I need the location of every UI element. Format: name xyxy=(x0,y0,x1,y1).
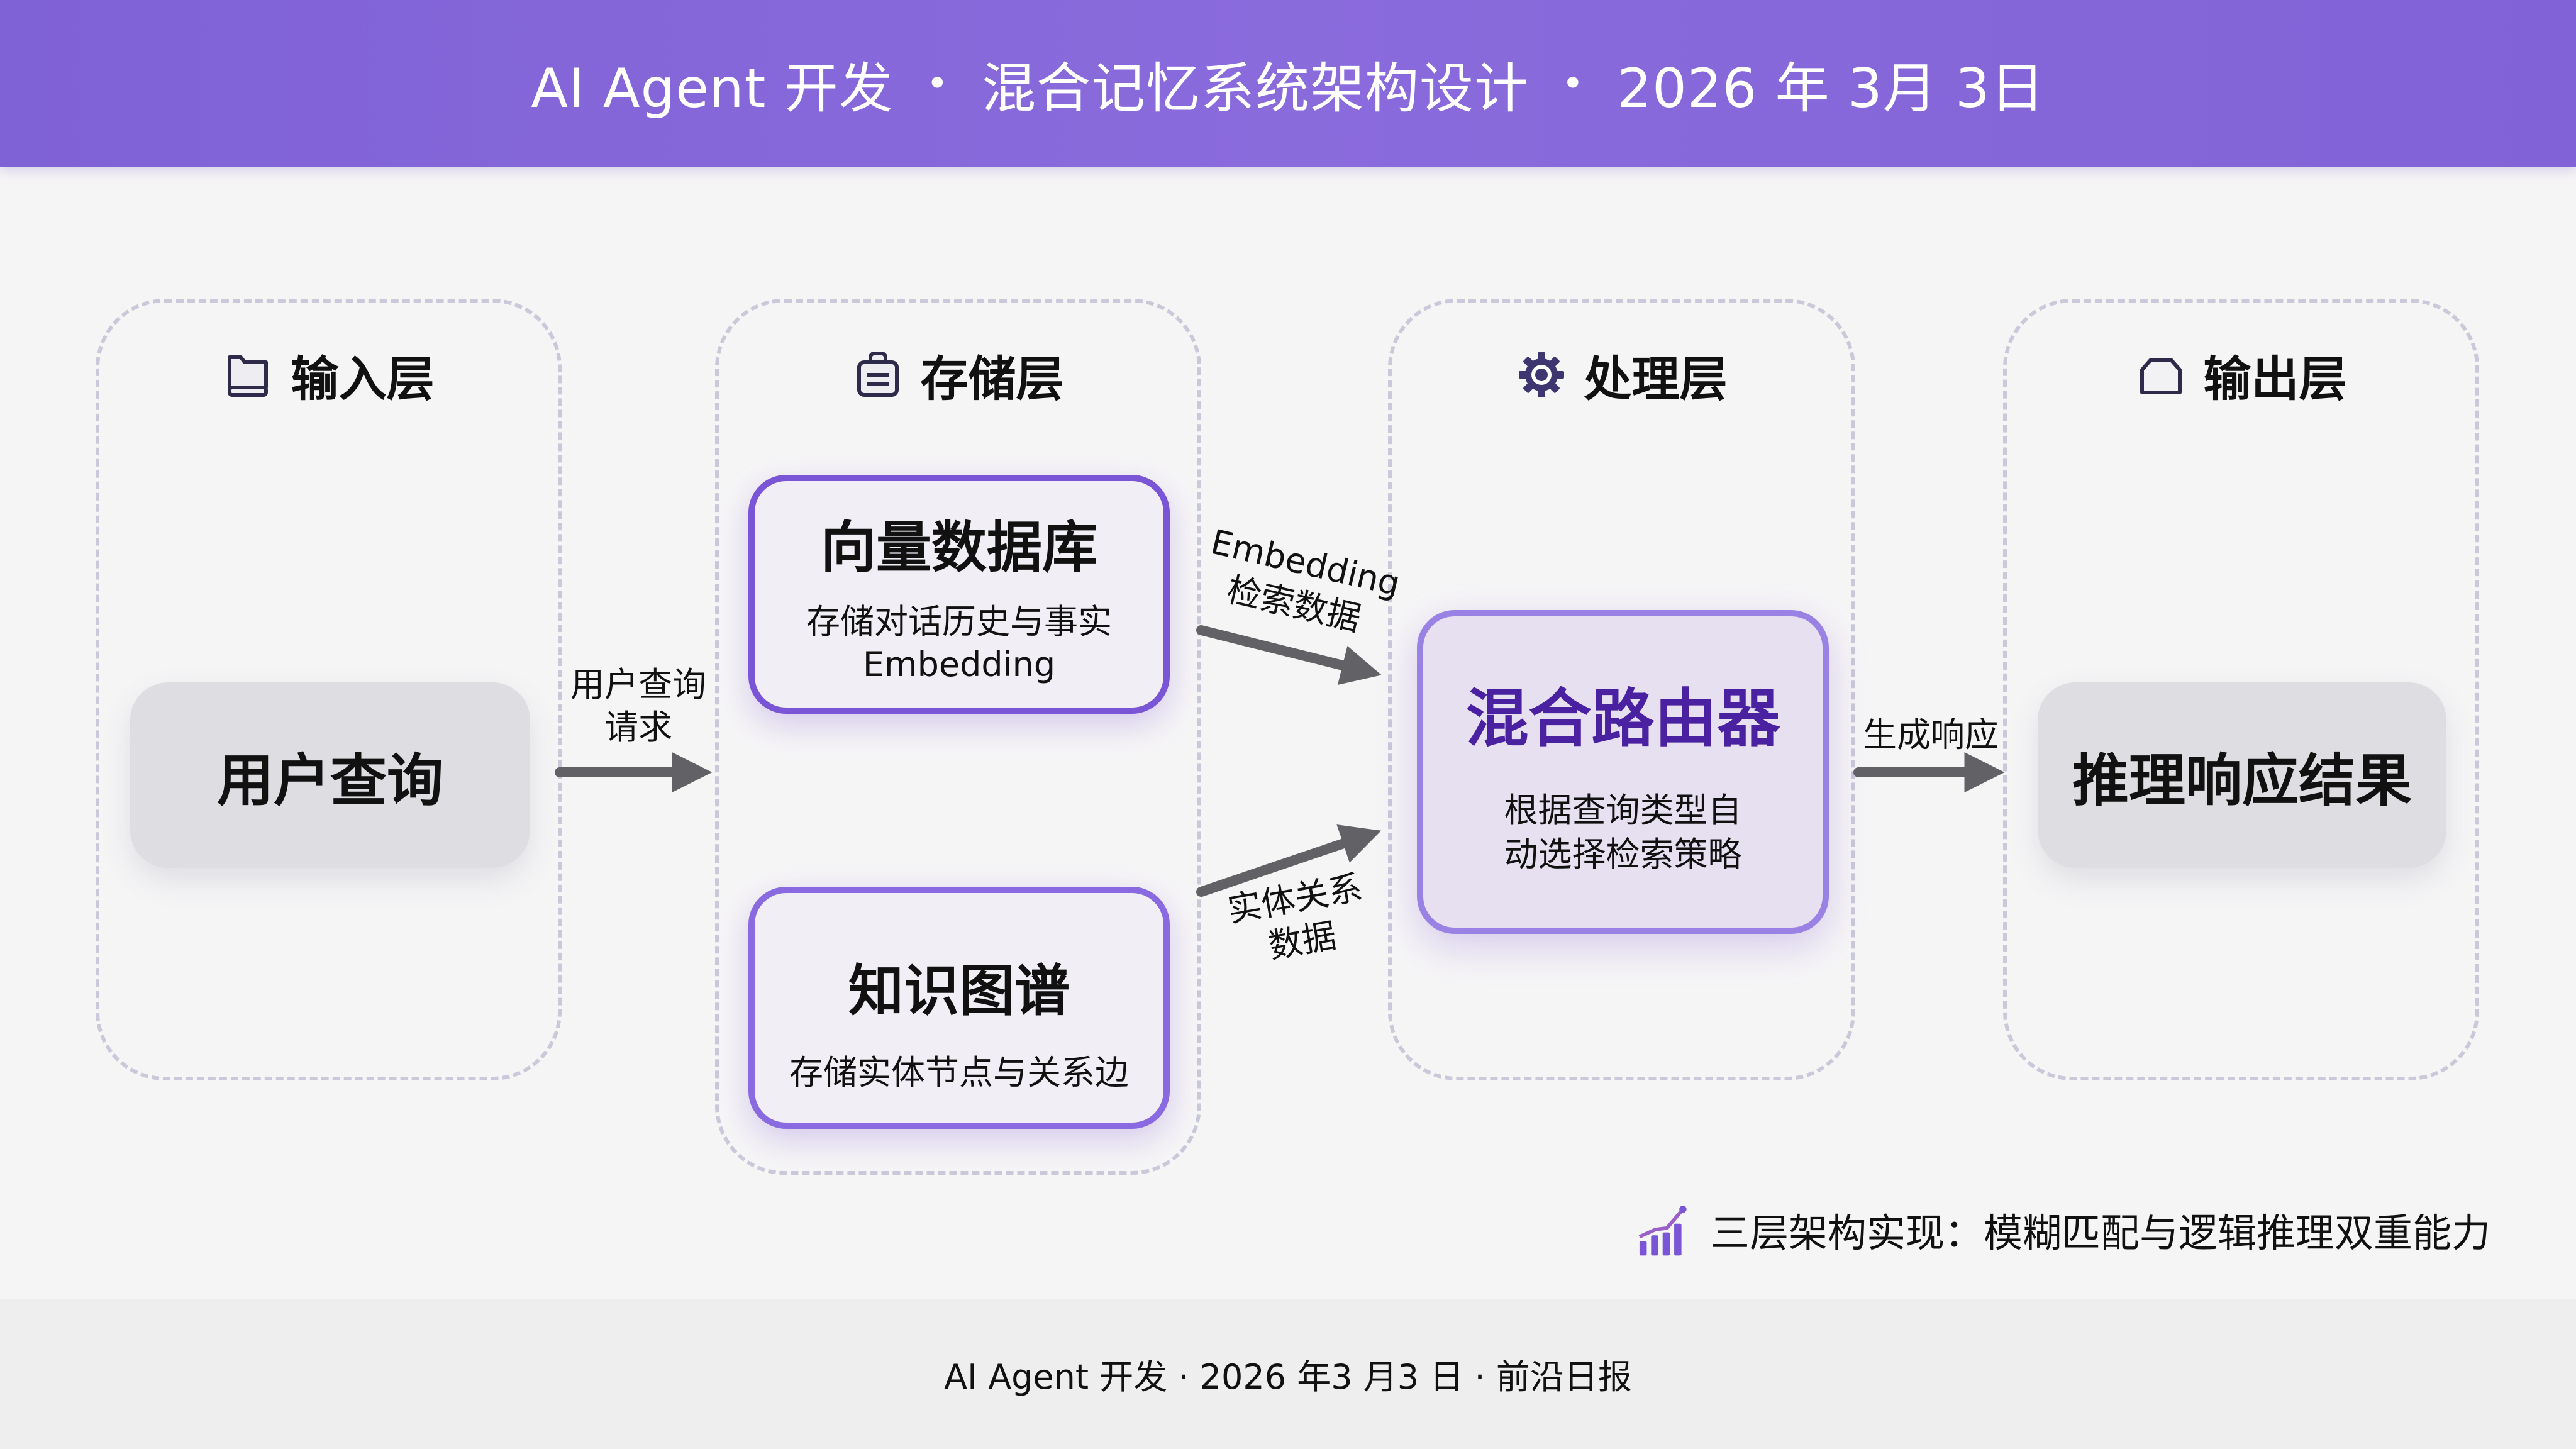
page-title: AI Agent 开发 • 混合记忆系统架构设计 • 2026 年 3月 3日 xyxy=(531,44,2045,123)
title-separator: • xyxy=(1562,61,1585,106)
result-node[interactable]: 推理响应结果 xyxy=(2038,682,2446,868)
home-output-icon xyxy=(2140,358,2182,394)
process-layer-header: 处理层 xyxy=(1392,340,1852,409)
router-title: 混合路由器 xyxy=(1465,682,1780,755)
title-date: 2026 年 3月 3日 xyxy=(1617,57,2045,120)
footer-text: AI Agent 开发 · 2026 年3 月3 日 · 前沿日报 xyxy=(944,1357,1632,1397)
vector-db-desc-2: Embedding xyxy=(862,644,1056,684)
knowledge-graph-title: 知识图谱 xyxy=(848,958,1070,1023)
output-layer-column: 输出层 xyxy=(2003,299,2479,1080)
storage-box-icon xyxy=(857,352,899,397)
output-layer-title: 输出层 xyxy=(2203,351,2347,407)
title-separator: • xyxy=(926,61,950,106)
hybrid-router-node[interactable]: 混合路由器 根据查询类型自 动选择检索策略 xyxy=(1417,610,1829,934)
edge-label-query: 用户查询 请求 xyxy=(566,663,711,749)
input-layer-title: 输入层 xyxy=(291,351,435,407)
summary-note: 三层架构实现：模糊匹配与逻辑推理双重能力 xyxy=(1635,1198,2490,1261)
gear-icon xyxy=(1518,352,1564,397)
edge-label-line: 用户查询 xyxy=(570,665,706,704)
footer: AI Agent 开发 · 2026 年3 月3 日 · 前沿日报 xyxy=(0,1299,2576,1449)
vector-db-node[interactable]: 向量数据库 存储对话历史与事实 Embedding xyxy=(748,475,1170,714)
summary-note-text: 三层架构实现：模糊匹配与逻辑推理双重能力 xyxy=(1711,1210,2491,1256)
input-layer-column: 输入层 xyxy=(96,299,562,1080)
vector-db-desc: 存储对话历史与事实 xyxy=(806,601,1112,641)
title-subject: 混合记忆系统架构设计 xyxy=(982,57,1530,120)
storage-layer-title: 存储层 xyxy=(920,351,1064,407)
process-layer-title: 处理层 xyxy=(1584,351,1728,407)
edge-label-line: 请求 xyxy=(604,708,672,747)
vector-db-title: 向量数据库 xyxy=(820,514,1097,580)
knowledge-graph-desc: 存储实体节点与关系边 xyxy=(789,1053,1129,1092)
user-query-title: 用户查询 xyxy=(217,747,443,814)
storage-layer-header: 存储层 xyxy=(719,340,1197,409)
storage-layer-column: 存储层 xyxy=(715,299,1201,1175)
title-topic: AI Agent 开发 xyxy=(531,57,894,120)
growth-chart-icon xyxy=(1638,1206,1687,1256)
arrow-graph-to-router xyxy=(1196,824,1382,897)
header-banner: AI Agent 开发 • 混合记忆系统架构设计 • 2026 年 3月 3日 xyxy=(0,0,2576,167)
edge-label-response: 生成响应 xyxy=(1855,714,2006,757)
user-query-node[interactable]: 用户查询 xyxy=(130,682,530,868)
output-layer-header: 输出层 xyxy=(2007,340,2475,409)
knowledge-graph-node[interactable]: 知识图谱 存储实体节点与关系边 xyxy=(748,887,1170,1129)
router-desc-2: 动选择检索策略 xyxy=(1504,835,1742,874)
result-title: 推理响应结果 xyxy=(2072,747,2412,814)
process-layer-column: 处理层 xyxy=(1388,299,1855,1080)
folder-icon xyxy=(227,355,268,397)
arrow-vector-to-router xyxy=(1196,625,1382,685)
input-layer-header: 输入层 xyxy=(99,340,558,409)
edge-label-line: 生成响应 xyxy=(1863,715,1999,755)
router-desc: 根据查询类型自 xyxy=(1504,791,1742,830)
